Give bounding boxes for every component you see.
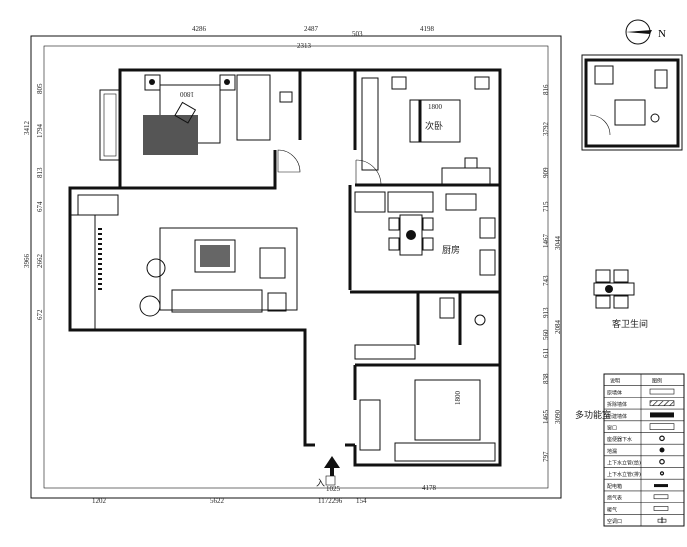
outer-dimension-frame bbox=[30, 35, 562, 499]
svg-text:3090: 3090 bbox=[554, 410, 562, 425]
armchair bbox=[259, 247, 286, 279]
svg-text:672: 672 bbox=[36, 309, 44, 320]
legend-symbol bbox=[659, 471, 665, 476]
north-compass-icon: N bbox=[625, 19, 666, 45]
svg-text:838: 838 bbox=[542, 373, 550, 384]
legend-item-label: 上下水立管(排) bbox=[607, 471, 641, 478]
room-label-entrance: 入 bbox=[316, 478, 325, 489]
dim-label: 4198 bbox=[420, 25, 435, 33]
legend-item-label: 燃气表 bbox=[607, 495, 622, 502]
entrance-arrow-icon bbox=[324, 456, 340, 476]
master-bedroom: 1800 bbox=[143, 74, 293, 155]
legend-symbol bbox=[649, 400, 675, 407]
legend-header: 图例 bbox=[652, 378, 662, 385]
room-label-kitchen: 厨房 bbox=[442, 244, 460, 256]
dim-label: 154 bbox=[356, 497, 367, 505]
legend-symbol bbox=[657, 517, 667, 524]
svg-text:1800: 1800 bbox=[454, 391, 462, 406]
dining-table bbox=[399, 214, 423, 256]
svg-text:2662: 2662 bbox=[36, 254, 44, 269]
sofa bbox=[171, 289, 263, 313]
dim-label: 5622 bbox=[210, 497, 225, 505]
svg-text:3966: 3966 bbox=[23, 254, 31, 269]
bed bbox=[414, 379, 481, 441]
legend-item-label: 拆除墙体 bbox=[607, 401, 627, 408]
svg-text:805: 805 bbox=[36, 83, 44, 94]
rug bbox=[143, 115, 198, 155]
svg-text:1800: 1800 bbox=[180, 90, 195, 98]
left-dimensions: 3412 3966 805 1794 813 674 2662 672 bbox=[23, 83, 44, 320]
legend-symbol bbox=[659, 458, 665, 465]
legend-symbol bbox=[659, 435, 665, 442]
legend-item-label: 座便器下水 bbox=[607, 436, 632, 443]
legend-symbol bbox=[649, 388, 675, 395]
bottom-dimensions: 1202 5622 1172296 154 1025 4178 bbox=[92, 484, 437, 505]
svg-text:1800: 1800 bbox=[428, 103, 443, 111]
dim-label: 4286 bbox=[192, 25, 207, 33]
room-label-multi-room: 多功能室 bbox=[575, 409, 611, 421]
svg-text:909: 909 bbox=[542, 167, 550, 178]
inset-bathroom-plan bbox=[581, 54, 683, 151]
legend-item-label: 上下水立管(给) bbox=[607, 460, 641, 467]
svg-text:3044: 3044 bbox=[554, 236, 562, 251]
right-dimensions: 816 3792 909 715 1467 743 913 560 611 83… bbox=[542, 84, 562, 462]
svg-text:1465: 1465 bbox=[542, 410, 550, 425]
inset-dining: 客卫生间 多功能室 bbox=[575, 269, 648, 421]
room-label-guest-bathroom: 客卫生间 bbox=[612, 318, 648, 330]
legend-item-label: 暖气 bbox=[607, 506, 617, 513]
dim-label: 1172296 bbox=[318, 497, 343, 505]
inner-dimension-frame bbox=[43, 45, 549, 489]
dim-label: 1202 bbox=[92, 497, 107, 505]
legend-header: 说明 bbox=[610, 378, 620, 385]
legend-item-label: 新建墙体 bbox=[607, 413, 627, 420]
dim-label: 2487 bbox=[304, 25, 319, 33]
dim-label: 2313 bbox=[297, 42, 312, 50]
legend-item-label: 空调口 bbox=[607, 518, 622, 525]
legend-symbol bbox=[650, 412, 674, 418]
dim-label: 503 bbox=[352, 30, 363, 38]
legend-item-label: 原墙体 bbox=[607, 389, 622, 396]
svg-text:813: 813 bbox=[36, 167, 44, 178]
legend-item-label: 配电箱 bbox=[607, 483, 622, 490]
wardrobe bbox=[236, 74, 271, 141]
doors bbox=[277, 149, 382, 186]
legend-item-label: 窗口 bbox=[607, 424, 617, 431]
svg-text:1794: 1794 bbox=[36, 124, 44, 139]
living-room bbox=[77, 194, 298, 317]
svg-text:2084: 2084 bbox=[554, 320, 562, 335]
svg-text:816: 816 bbox=[542, 84, 550, 95]
kitchen: 厨房 bbox=[354, 191, 496, 276]
dim-label: 4178 bbox=[422, 484, 437, 492]
room-label-second-bedroom: 次卧 bbox=[425, 120, 443, 132]
svg-text:1467: 1467 bbox=[542, 234, 550, 249]
walls bbox=[68, 68, 502, 467]
legend-item-label: 地漏 bbox=[607, 448, 617, 455]
svg-text:797: 797 bbox=[542, 451, 550, 462]
bed bbox=[409, 99, 461, 143]
svg-text:715: 715 bbox=[542, 201, 550, 212]
svg-text:743: 743 bbox=[542, 275, 550, 286]
svg-text:3412: 3412 bbox=[23, 121, 31, 136]
svg-text:611: 611 bbox=[542, 347, 550, 358]
svg-text:3792: 3792 bbox=[542, 122, 550, 137]
wardrobe bbox=[361, 77, 379, 171]
svg-text:560: 560 bbox=[542, 329, 550, 340]
dim-label: 1025 bbox=[326, 485, 341, 493]
legend-symbol bbox=[659, 447, 665, 453]
entrance: 入 bbox=[316, 456, 340, 489]
legend-symbol bbox=[649, 423, 675, 430]
bathroom: 1800 bbox=[354, 297, 496, 462]
legend-symbol bbox=[653, 506, 669, 511]
desk bbox=[441, 167, 491, 187]
top-dimensions: 4286 2487 503 4198 2313 bbox=[192, 25, 435, 50]
legend-symbol bbox=[653, 494, 669, 500]
legend-symbol bbox=[654, 484, 668, 488]
svg-text:913: 913 bbox=[542, 307, 550, 318]
svg-text:N: N bbox=[658, 28, 666, 40]
second-bedroom: 1800 次卧 bbox=[361, 76, 491, 187]
svg-text:674: 674 bbox=[36, 201, 44, 212]
